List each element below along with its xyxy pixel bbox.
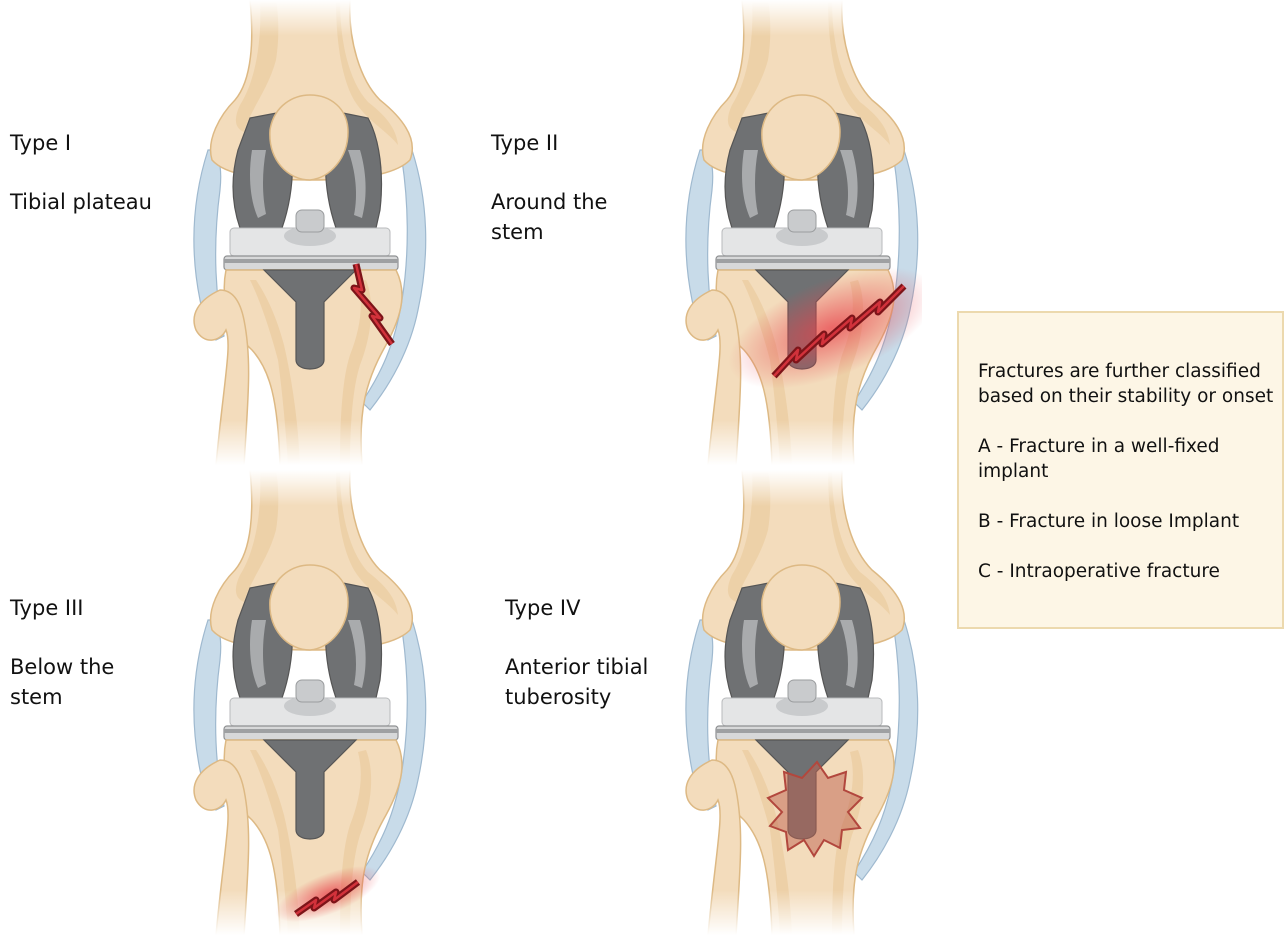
note-item-b: B - Fracture in loose Implant [978,509,1282,534]
knee-illustration-type-4 [682,470,922,935]
panel-type-4-labels: Type IV Anterior tibial tuberosity [505,593,675,712]
panel-type-label: Type II [491,128,631,158]
panel-location-label: Below the stem [10,652,170,712]
knee-illustration-type-1 [190,0,430,465]
panel-type-2-labels: Type II Around the stem [491,128,631,247]
panel-type-label: Type IV [505,593,675,623]
note-item-a: A - Fracture in a well-fixed implant [978,434,1282,484]
classification-note-box: Fractures are further classified based o… [957,311,1284,629]
panel-location-label: Anterior tibial tuberosity [505,652,675,712]
panel-type-1-labels: Type I Tibial plateau [10,128,190,217]
panel-type-label: Type III [10,593,170,623]
note-intro: Fractures are further classified based o… [978,359,1282,409]
panel-location-label: Tibial plateau [10,187,190,217]
panel-type-label: Type I [10,128,190,158]
knee-illustration-type-2 [682,0,922,465]
panel-type-3-labels: Type III Below the stem [10,593,170,712]
panel-location-label: Around the stem [491,187,631,247]
note-item-c: C - Intraoperative fracture [978,559,1282,584]
knee-illustration-type-3 [190,470,430,935]
